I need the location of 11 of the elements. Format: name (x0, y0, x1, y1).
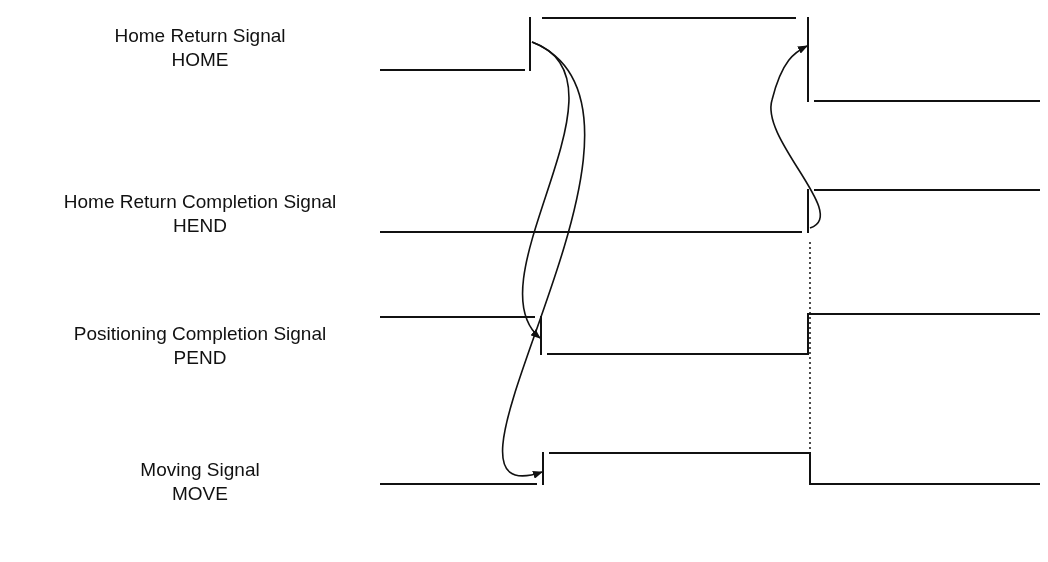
signal-name: Moving Signal (139, 458, 261, 482)
signal-code: MOVE (171, 482, 229, 506)
arrow (521, 41, 570, 339)
signal-code: HOME (170, 48, 230, 72)
signal-code: HEND (172, 214, 228, 238)
signal-name: Home Return Signal (113, 24, 287, 48)
signal-name: Positioning Completion Signal (72, 322, 328, 346)
signal-name: Home Return Completion Signal (62, 190, 338, 214)
arrow (502, 41, 586, 477)
signal-code: PEND (172, 346, 228, 370)
arrow (770, 45, 822, 229)
